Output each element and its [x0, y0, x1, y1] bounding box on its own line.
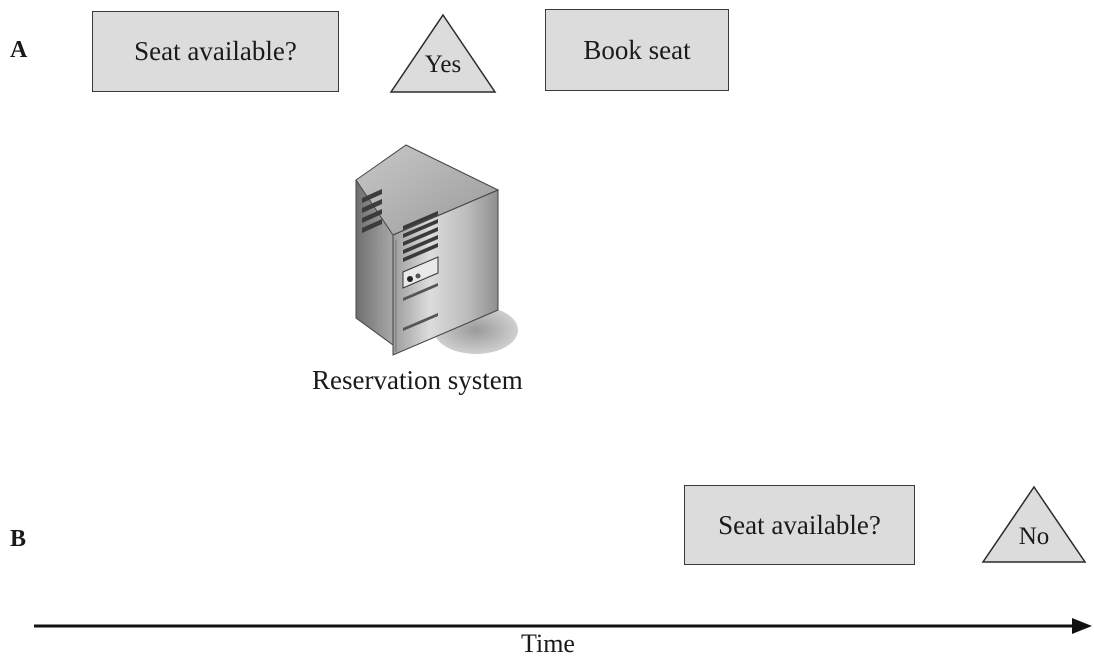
row-b-label: B: [10, 526, 27, 552]
server-caption: Reservation system: [312, 365, 523, 395]
server-icon: [355, 144, 518, 356]
row-a-yes-triangle: [389, 13, 497, 93]
row-a-seat-available-box: Seat available?: [92, 11, 339, 92]
row-b-no-label: No: [1018, 523, 1050, 550]
time-axis-label: Time: [521, 629, 575, 658]
row-b-no-triangle: [981, 485, 1087, 563]
row-a-book-seat-box: Book seat: [545, 9, 729, 91]
row-b-seat-available-box: Seat available?: [684, 485, 915, 565]
time-axis-arrow: [34, 618, 1092, 634]
row-a-label: A: [10, 37, 28, 63]
row-a-yes-label: Yes: [424, 51, 462, 78]
